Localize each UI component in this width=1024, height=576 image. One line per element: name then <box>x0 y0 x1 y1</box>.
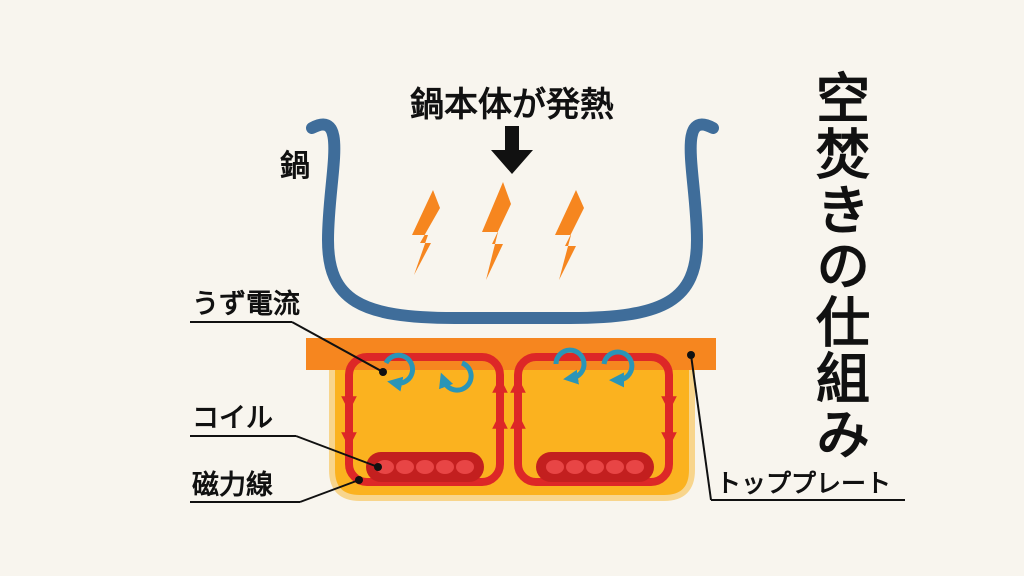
leader-coil <box>190 435 382 471</box>
pot-body <box>306 118 719 324</box>
leader-magnetic-flux <box>190 476 363 503</box>
leader-top-plate <box>687 351 905 501</box>
heat-bolt-icon <box>482 182 511 280</box>
eddy-current-arrow-icon <box>553 347 587 385</box>
heat-bolt-icon <box>412 190 440 275</box>
eddy-current-arrow-icon <box>439 360 474 393</box>
coil-right <box>536 452 654 482</box>
heat-down-arrow <box>491 126 533 174</box>
eddy-current-arrow-icon <box>383 352 416 392</box>
coil-label: コイル <box>192 403 273 434</box>
top-plate-label: トッププレート <box>716 469 891 498</box>
heat-label: 鍋本体が発熱 <box>410 85 614 125</box>
eddy-current-label: うず電流 <box>192 289 300 320</box>
pot-label: 鍋 <box>280 149 310 184</box>
eddy-current-arrow-icon <box>601 349 635 388</box>
diagram-title: 空焚きの仕組み <box>807 70 870 462</box>
coil-left <box>366 452 484 482</box>
magnetic-flux-label: 磁力線 <box>192 469 273 501</box>
heat-bolt-icon <box>555 190 584 280</box>
leader-eddy-current <box>190 321 387 376</box>
